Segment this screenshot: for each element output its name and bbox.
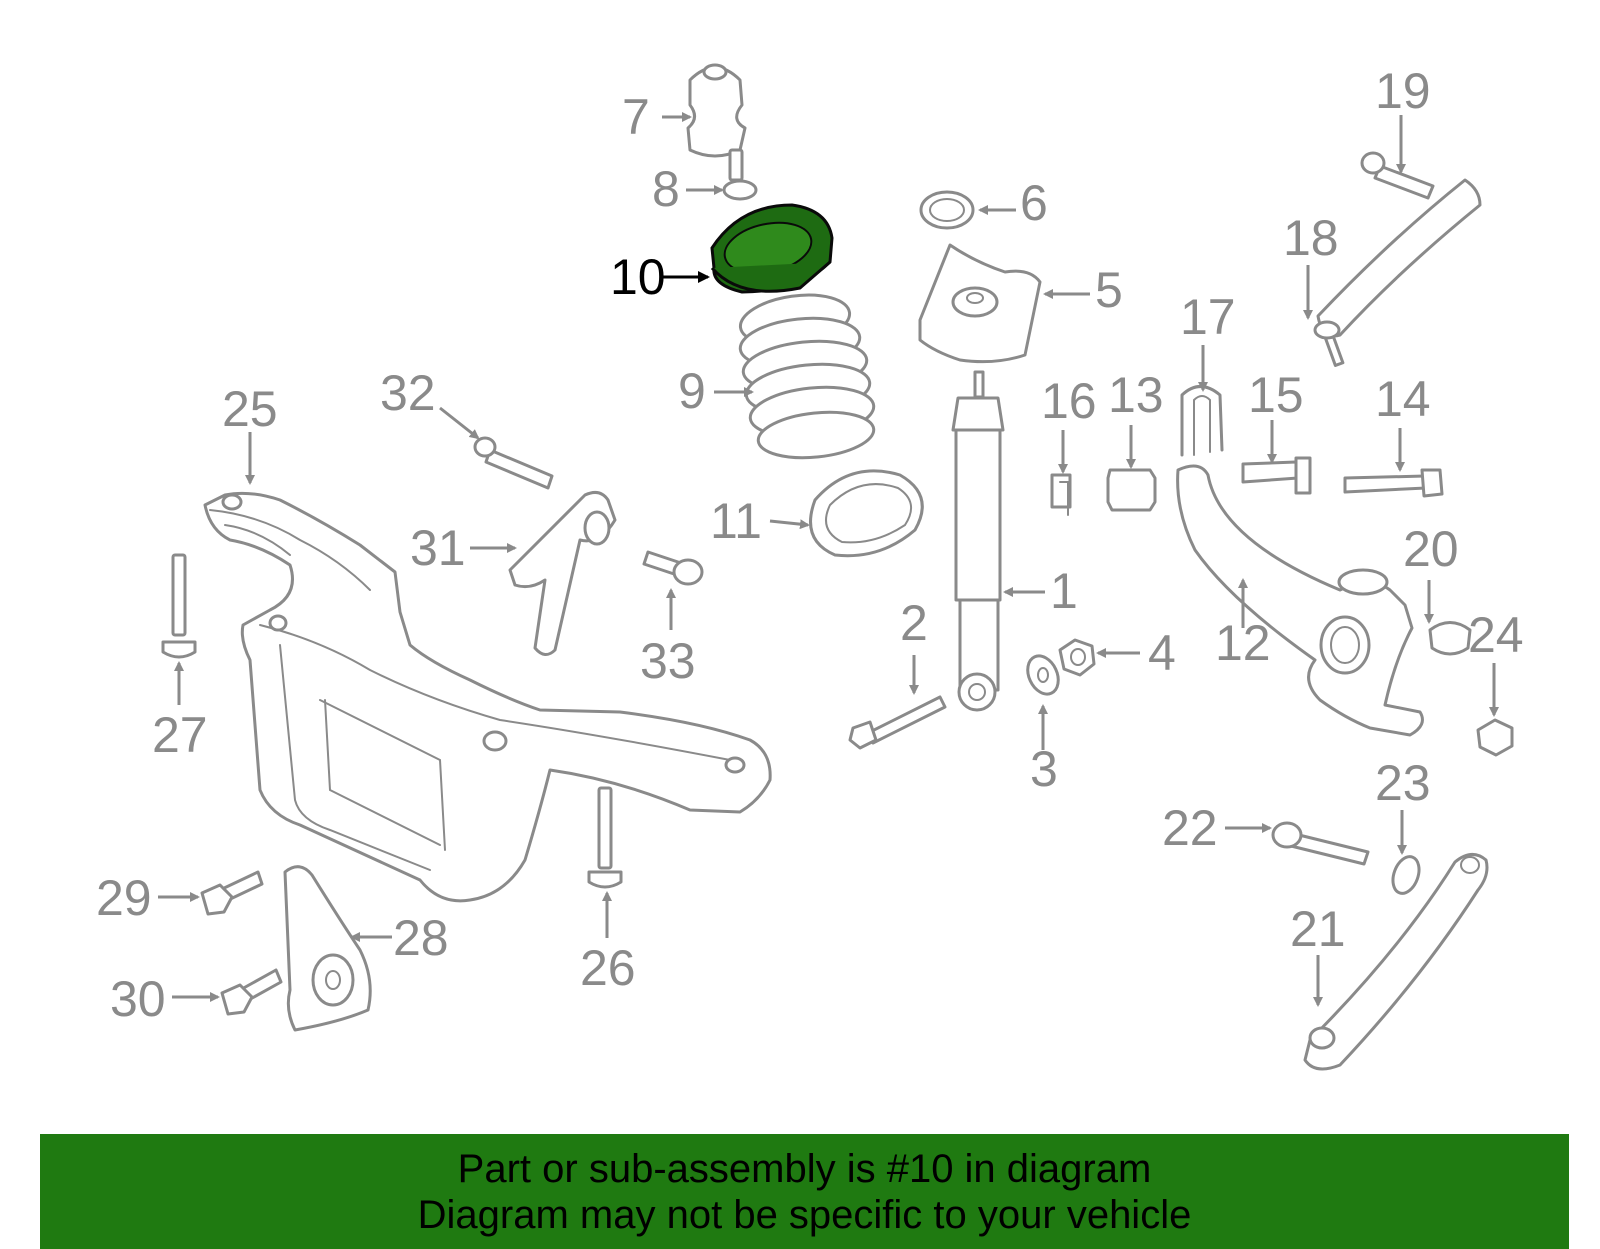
callout-15: 15	[1248, 367, 1304, 423]
callout-8: 8	[652, 161, 680, 217]
part-15-pin	[1241, 456, 1312, 495]
callout-29: 29	[96, 870, 152, 926]
part-6-washer	[919, 190, 975, 230]
part-20-bushing	[1428, 621, 1472, 656]
banner-line-2: Diagram may not be specific to your vehi…	[417, 1193, 1192, 1237]
callout-14: 14	[1375, 371, 1431, 427]
callout-25: 25	[222, 381, 278, 437]
callout-9: 9	[678, 363, 706, 419]
part-1-shock-absorber	[951, 370, 1005, 712]
part-12-trailing-arm	[1176, 464, 1424, 737]
callout-2: 2	[900, 595, 928, 651]
callout-6: 6	[1020, 175, 1048, 231]
part-32-bolt	[473, 436, 554, 490]
part-3-washer	[1026, 654, 1060, 696]
part-13-bushing	[1106, 468, 1157, 512]
info-banner: Part or sub-assembly is #10 in diagram D…	[40, 1134, 1569, 1249]
callout-27: 27	[152, 707, 208, 763]
callout-4: 4	[1148, 625, 1176, 681]
part-24-nut	[1476, 718, 1514, 757]
callout-32: 32	[380, 365, 436, 421]
part-14-bolt	[1343, 468, 1444, 498]
callout-24: 24	[1468, 607, 1524, 663]
callout-labels: 7 8 10 6 5 9 11 1 2 3 4 16 13 17 15 14 1…	[96, 63, 1524, 1027]
part-25-subframe	[203, 491, 772, 903]
part-28-mount	[283, 865, 372, 1032]
callout-19: 19	[1375, 63, 1431, 119]
part-8-bolt	[722, 148, 758, 201]
part-30-bolt	[220, 968, 283, 1016]
callout-arrows	[158, 112, 1499, 1007]
callout-22: 22	[1162, 800, 1218, 856]
part-29-bolt	[200, 870, 264, 916]
callout-26: 26	[580, 940, 636, 996]
callout-5: 5	[1095, 262, 1123, 318]
part-22-bolt	[1271, 821, 1370, 866]
callout-20: 20	[1403, 521, 1459, 577]
part-21-lower-arm	[1303, 853, 1489, 1071]
callout-21: 21	[1290, 901, 1346, 957]
callout-12: 12	[1215, 615, 1271, 671]
callout-18: 18	[1283, 210, 1339, 266]
part-19-bolt	[1360, 151, 1435, 200]
callout-17: 17	[1180, 289, 1236, 345]
part-4-nut	[1058, 638, 1096, 677]
part-9-coil-spring	[738, 293, 876, 460]
part-17-u-bracket	[1180, 385, 1224, 457]
callout-13: 13	[1108, 367, 1164, 423]
callout-28: 28	[393, 910, 449, 966]
part-31-bracket	[508, 490, 617, 656]
part-27-stud	[161, 553, 197, 659]
callout-11: 11	[710, 493, 762, 549]
callout-3: 3	[1030, 741, 1058, 797]
part-2-bolt	[848, 695, 947, 750]
part-7-bump-stop	[686, 63, 747, 158]
callout-31: 31	[410, 520, 466, 576]
part-11-lower-insulator	[809, 469, 924, 558]
part-10-spring-insulator	[710, 203, 834, 294]
callout-30: 30	[110, 971, 166, 1027]
part-26-stud	[587, 786, 623, 889]
part-18-upper-arm	[1313, 178, 1482, 367]
part-5-upper-mount	[918, 243, 1042, 364]
banner-line-1: Part or sub-assembly is #10 in diagram	[457, 1147, 1152, 1191]
callout-1: 1	[1050, 563, 1078, 619]
callout-23: 23	[1375, 755, 1431, 811]
callout-7: 7	[622, 89, 650, 145]
callout-33: 33	[640, 633, 696, 689]
part-16-clip	[1050, 473, 1072, 516]
callout-10: 10	[610, 249, 666, 305]
callout-16: 16	[1041, 373, 1097, 429]
part-33-bolt	[642, 550, 704, 586]
part-23-washer	[1391, 855, 1421, 895]
